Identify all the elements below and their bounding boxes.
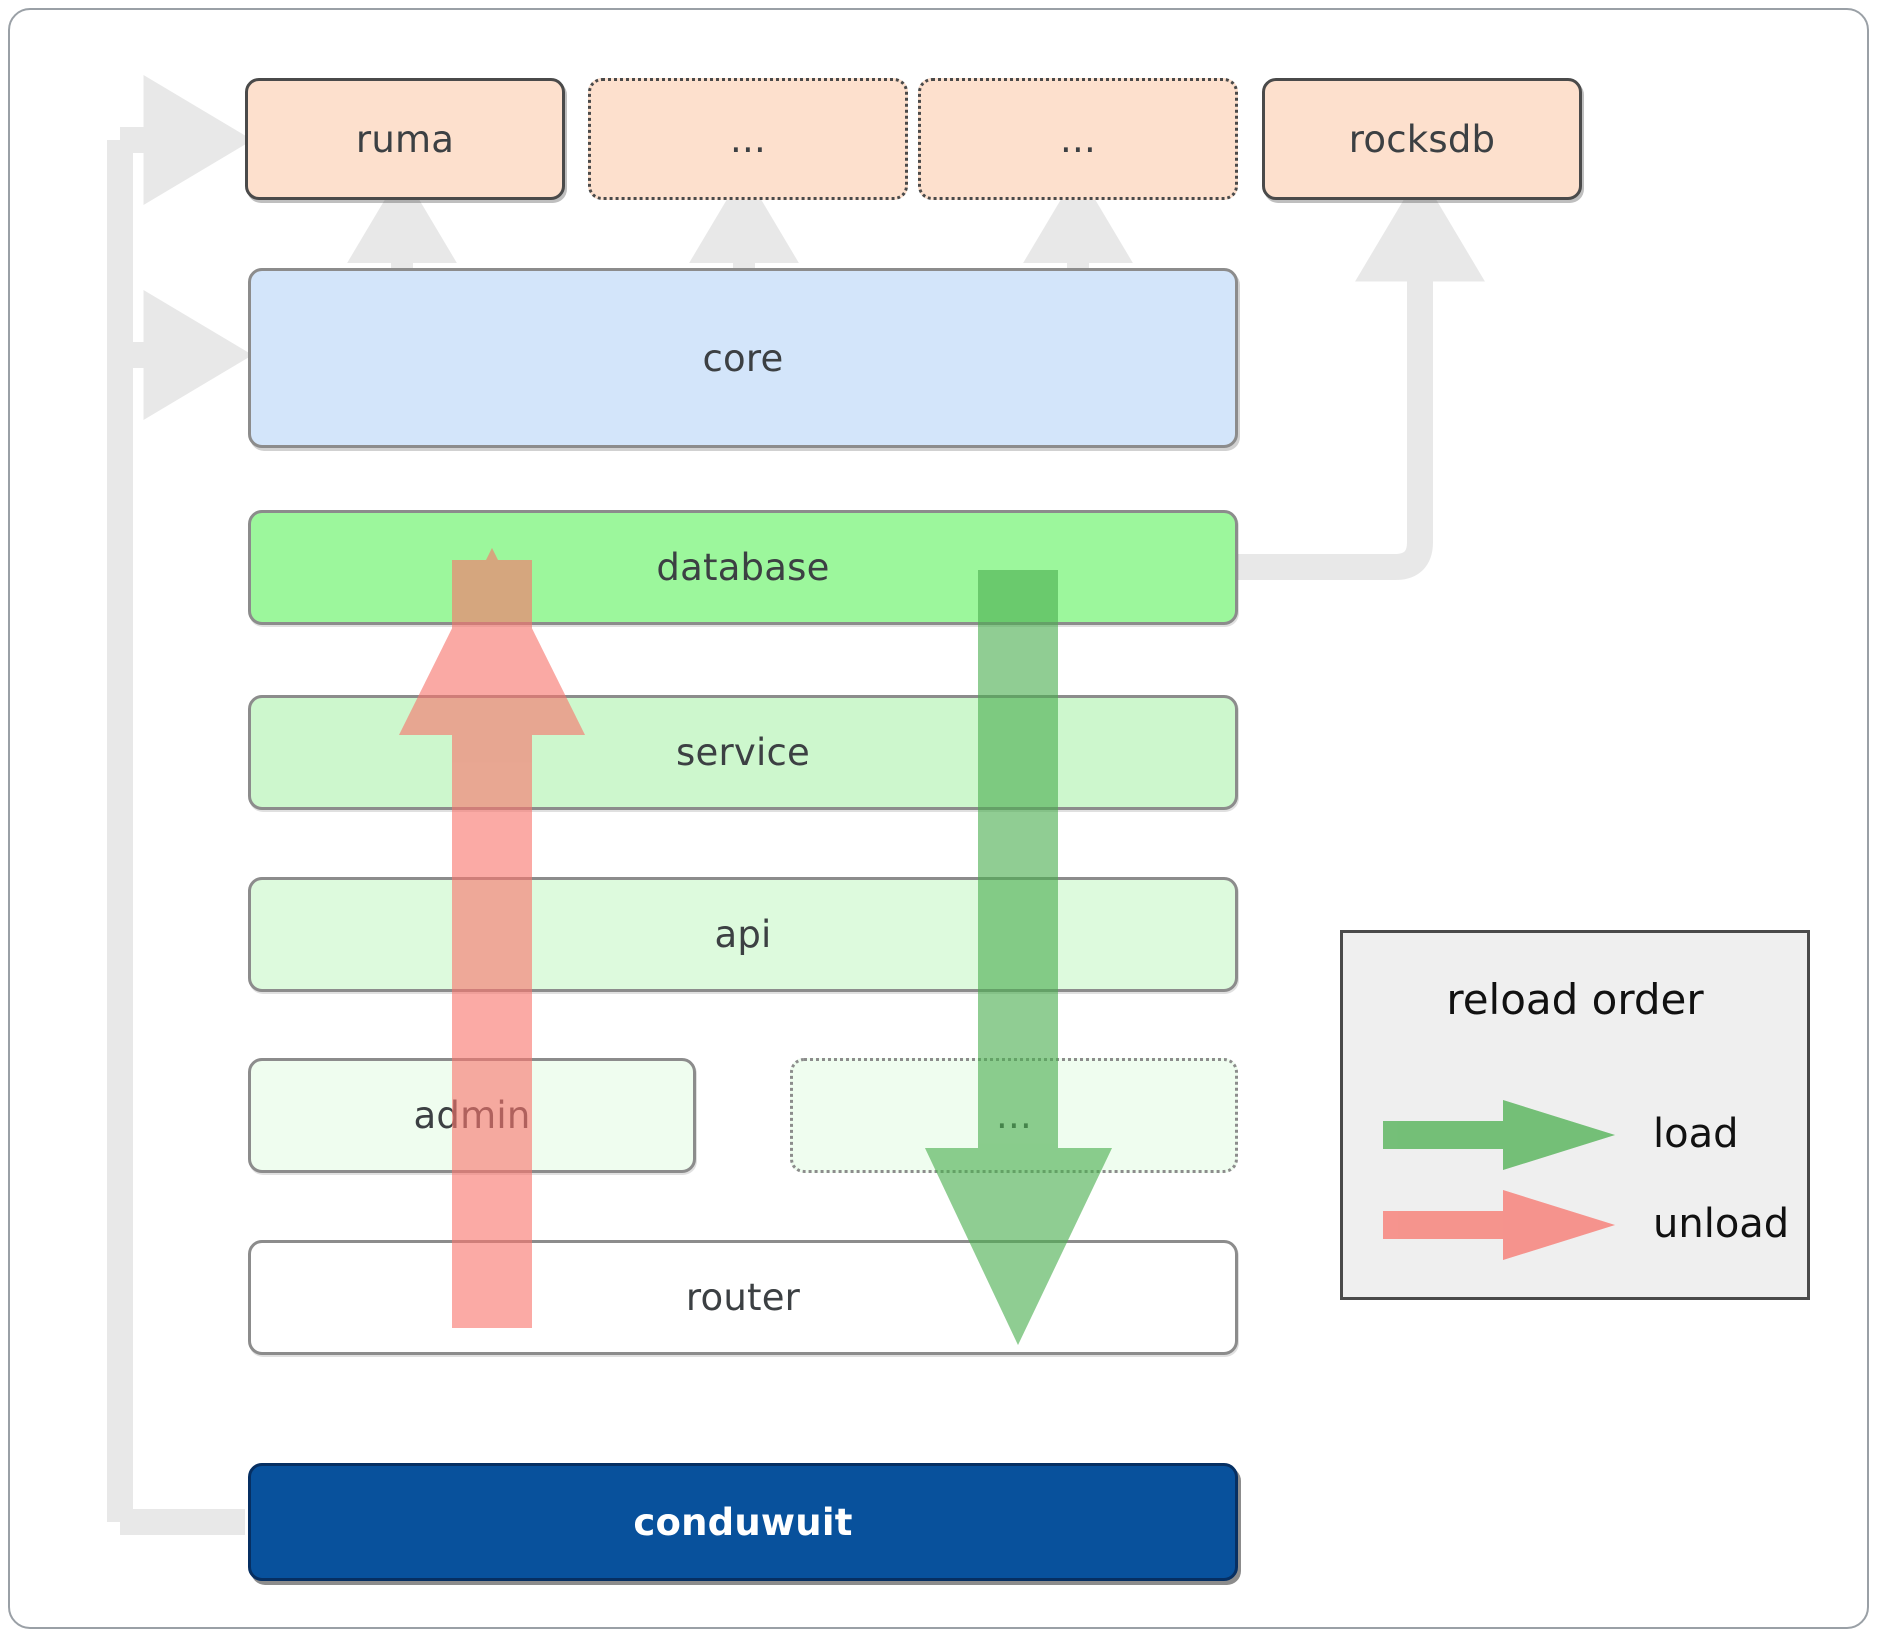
node-conduwuit[interactable]: conduwuit: [248, 1463, 1238, 1581]
diagram-frame: [8, 8, 1869, 1629]
layer-api[interactable]: api: [248, 877, 1238, 992]
layer-dots-3[interactable]: ...: [790, 1058, 1238, 1173]
layer-admin[interactable]: admin: [248, 1058, 696, 1173]
layer-core[interactable]: core: [248, 268, 1238, 448]
load-legend-arrow-icon: [1383, 1100, 1615, 1170]
legend-panel: reload order load unload: [1340, 930, 1810, 1300]
layer-api-label: api: [714, 913, 772, 956]
layer-admin-label: admin: [413, 1094, 531, 1137]
crate-dots-1[interactable]: ...: [588, 78, 908, 200]
layer-router-label: router: [685, 1276, 801, 1319]
layer-core-label: core: [702, 336, 784, 380]
layer-service-label: service: [676, 731, 810, 774]
crate-dots-2[interactable]: ...: [918, 78, 1238, 200]
crate-rocksdb[interactable]: rocksdb: [1262, 78, 1582, 200]
legend-title: reload order: [1446, 975, 1704, 1024]
crate-ruma[interactable]: ruma: [245, 78, 565, 200]
layer-database-label: database: [656, 546, 830, 589]
crate-dots-2-label: ...: [1060, 117, 1096, 161]
node-conduwuit-label: conduwuit: [633, 1500, 853, 1544]
legend-item-load[interactable]: load: [1383, 1095, 1739, 1173]
layer-database[interactable]: database: [248, 510, 1238, 625]
unload-legend-arrow-icon: [1383, 1190, 1615, 1260]
layer-router[interactable]: router: [248, 1240, 1238, 1355]
layer-dots-3-label: ...: [996, 1094, 1032, 1137]
legend-item-load-label: load: [1653, 1111, 1739, 1157]
layer-service[interactable]: service: [248, 695, 1238, 810]
crate-rocksdb-label: rocksdb: [1348, 117, 1496, 161]
crate-dots-1-label: ...: [730, 117, 766, 161]
crate-ruma-label: ruma: [355, 117, 455, 161]
legend-item-unload[interactable]: unload: [1383, 1185, 1789, 1263]
legend-item-unload-label: unload: [1653, 1201, 1790, 1247]
